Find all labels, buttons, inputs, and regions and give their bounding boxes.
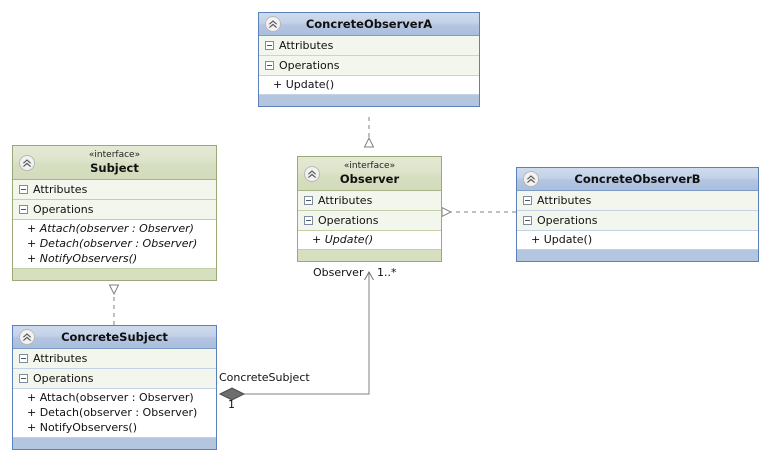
section-label: Attributes: [33, 182, 88, 196]
operation-item: + Detach(observer : Observer): [27, 237, 198, 250]
operation-item: + NotifyObservers(): [27, 421, 138, 434]
section-label: Attributes: [537, 193, 592, 207]
class-box-subject[interactable]: «interface» Subject Attributes Operation…: [12, 145, 217, 281]
class-stereotype: «interface»: [88, 150, 141, 160]
association-role-concrete-subject: ConcreteSubject: [219, 371, 310, 384]
class-title: Observer: [339, 172, 400, 186]
section-label: Operations: [537, 213, 598, 227]
class-footer: [13, 269, 216, 280]
section-label: Attributes: [279, 38, 334, 52]
association-role-observer: Observer: [313, 266, 364, 279]
class-chevron-icon: [19, 154, 35, 171]
operations-list: + Attach(observer : Observer) + Detach(o…: [13, 220, 216, 269]
class-header: «interface» Subject: [13, 146, 216, 180]
class-box-concrete-subject[interactable]: ConcreteSubject Attributes Operations + …: [12, 325, 217, 450]
section-label: Operations: [318, 213, 379, 227]
section-label: Operations: [279, 58, 340, 72]
collapse-minus-icon[interactable]: [19, 354, 28, 363]
class-footer: [517, 250, 758, 261]
association-multiplicity-observer: 1..*: [377, 266, 397, 279]
section-operations[interactable]: Operations: [517, 211, 758, 231]
class-title: ConcreteObserverB: [574, 172, 701, 186]
collapse-minus-icon[interactable]: [19, 185, 28, 194]
operation-item: + Update(): [273, 78, 335, 91]
class-stereotype: «interface»: [343, 161, 396, 171]
section-operations[interactable]: Operations: [13, 200, 216, 220]
section-operations[interactable]: Operations: [13, 369, 216, 389]
section-label: Operations: [33, 371, 94, 385]
class-footer: [13, 438, 216, 449]
class-header: «interface» Observer: [298, 157, 441, 191]
section-label: Attributes: [33, 351, 88, 365]
operation-item: + NotifyObservers(): [27, 252, 138, 265]
section-operations[interactable]: Operations: [298, 211, 441, 231]
collapse-minus-icon[interactable]: [304, 216, 313, 225]
class-chevron-icon: [265, 16, 281, 32]
operation-item: + Update(): [531, 233, 593, 246]
section-label: Operations: [33, 202, 94, 216]
class-chevron-icon: [523, 171, 539, 187]
class-box-concrete-observer-a[interactable]: ConcreteObserverA Attributes Operations …: [258, 12, 480, 107]
class-box-observer[interactable]: «interface» Observer Attributes Operatio…: [297, 156, 442, 262]
collapse-minus-icon[interactable]: [19, 374, 28, 383]
collapse-minus-icon[interactable]: [304, 196, 313, 205]
operations-list: + Attach(observer : Observer) + Detach(o…: [13, 389, 216, 438]
operation-item: + Detach(observer : Observer): [27, 406, 198, 419]
section-attributes[interactable]: Attributes: [13, 180, 216, 200]
class-title: ConcreteObserverA: [305, 17, 433, 31]
operation-item: + Update(): [312, 233, 374, 246]
collapse-minus-icon[interactable]: [265, 61, 274, 70]
class-chevron-icon: [304, 165, 320, 182]
class-footer: [259, 95, 479, 106]
class-title: Subject: [90, 161, 139, 175]
class-chevron-icon: [19, 329, 35, 345]
class-header: ConcreteSubject: [13, 326, 216, 349]
collapse-minus-icon[interactable]: [523, 216, 532, 225]
operations-list: + Update(): [259, 76, 479, 95]
collapse-minus-icon[interactable]: [523, 196, 532, 205]
class-footer: [298, 250, 441, 261]
section-attributes[interactable]: Attributes: [517, 191, 758, 211]
collapse-minus-icon[interactable]: [265, 41, 274, 50]
section-attributes[interactable]: Attributes: [298, 191, 441, 211]
association-multiplicity-concrete-subject: 1: [228, 398, 235, 411]
section-attributes[interactable]: Attributes: [259, 36, 479, 56]
operation-item: + Attach(observer : Observer): [27, 391, 194, 404]
collapse-minus-icon[interactable]: [19, 205, 28, 214]
section-operations[interactable]: Operations: [259, 56, 479, 76]
section-label: Attributes: [318, 193, 373, 207]
class-box-concrete-observer-b[interactable]: ConcreteObserverB Attributes Operations …: [516, 167, 759, 262]
operation-item: + Attach(observer : Observer): [27, 222, 194, 235]
operations-list: + Update(): [298, 231, 441, 250]
section-attributes[interactable]: Attributes: [13, 349, 216, 369]
class-header: ConcreteObserverA: [259, 13, 479, 36]
class-title: ConcreteSubject: [61, 330, 168, 344]
operations-list: + Update(): [517, 231, 758, 250]
class-header: ConcreteObserverB: [517, 168, 758, 191]
